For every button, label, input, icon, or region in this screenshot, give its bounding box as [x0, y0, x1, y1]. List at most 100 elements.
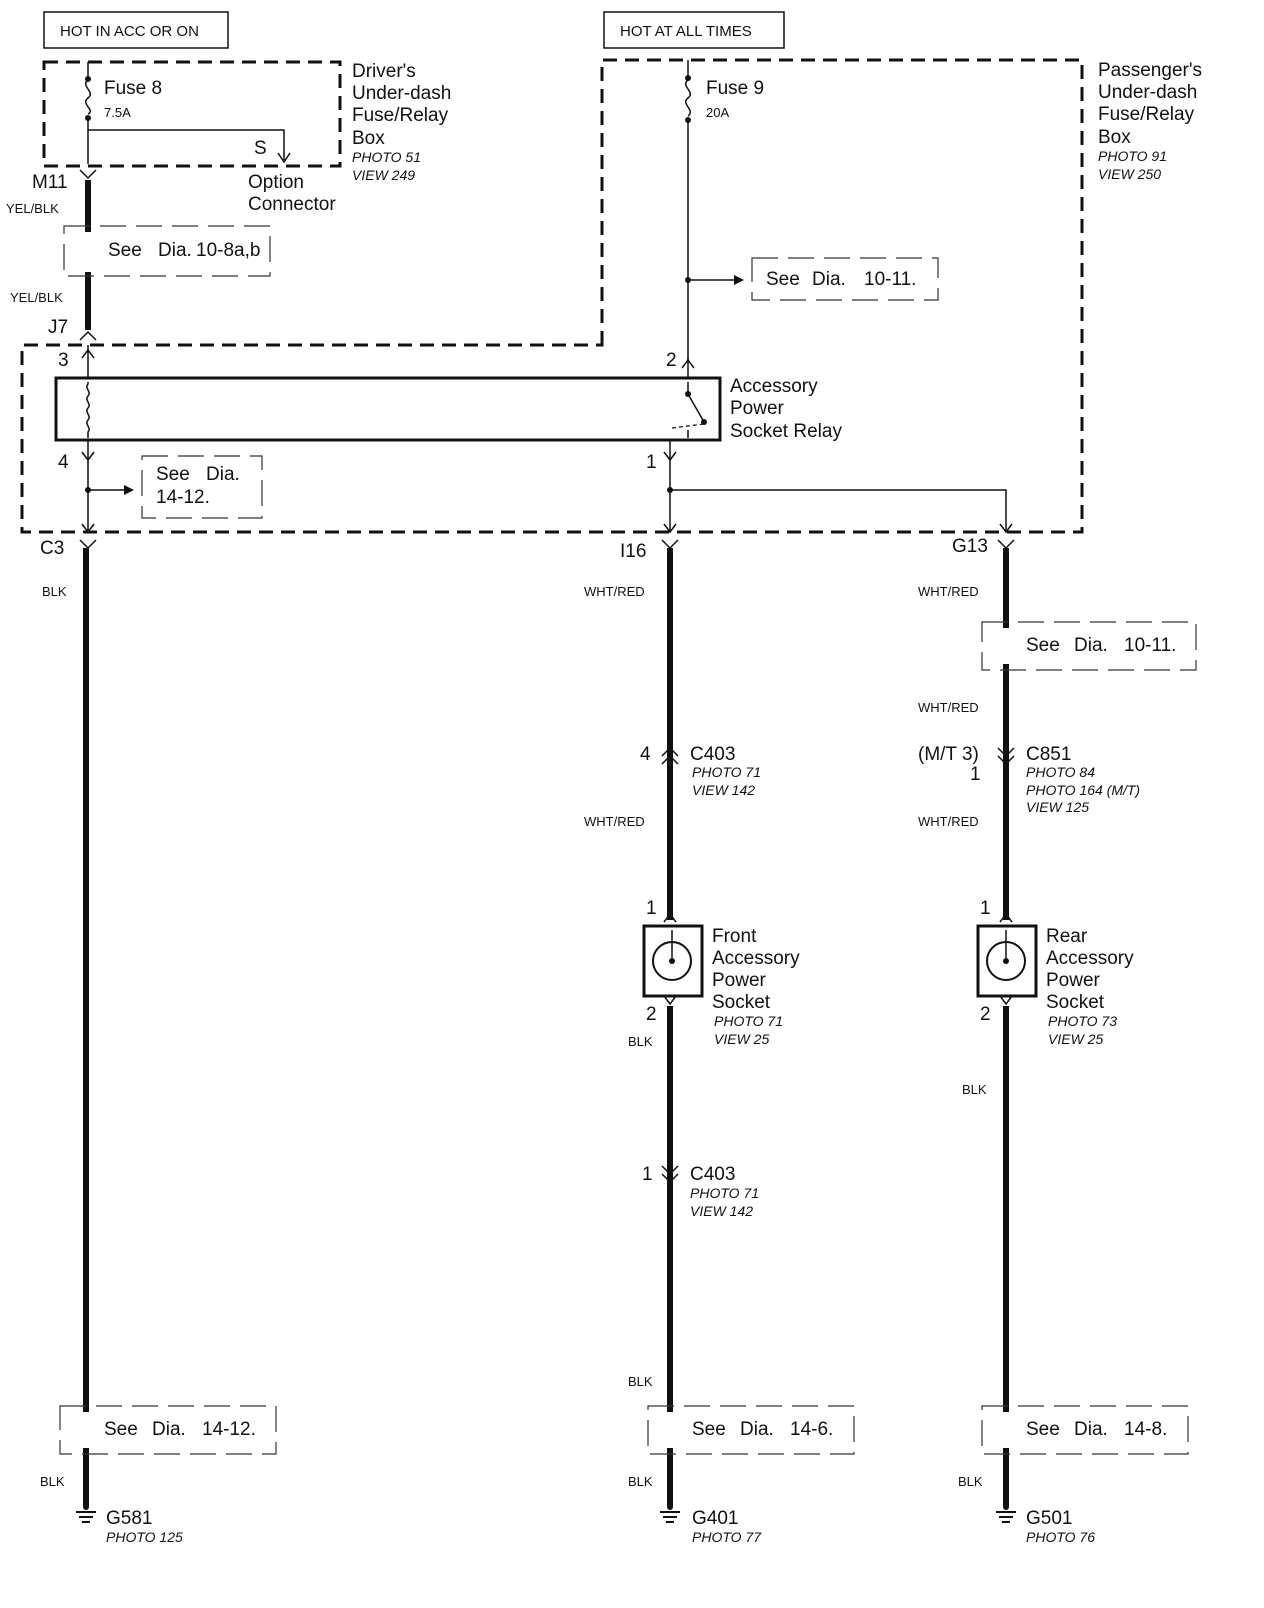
- passengers-box-title-1: Passenger's: [1098, 60, 1202, 81]
- connector-c3-label: C3: [40, 538, 64, 559]
- rear-socket-name-4: Socket: [1046, 992, 1105, 1013]
- ref-dia-14-8: See Dia. 14-8.: [981, 1405, 1189, 1455]
- relay-switch-node-a: [685, 391, 691, 397]
- front-socket-view: VIEW 25: [714, 1031, 769, 1047]
- svg-text:Dia.: Dia.: [812, 269, 846, 290]
- svg-text:See: See: [1026, 1419, 1060, 1440]
- hot-always-label: HOT AT ALL TIMES: [620, 23, 752, 40]
- svg-text:14-6.: 14-6.: [790, 1419, 833, 1440]
- passengers-fuse-box-outline: [20, 58, 1084, 534]
- connector-c851-pin-a: (M/T 3): [918, 744, 979, 765]
- rear-socket-pin-bot: 2: [980, 1004, 991, 1025]
- relay-pin4-label: 4: [58, 452, 69, 473]
- ref-dia-10-8: See Dia. 10-8a,b: [63, 225, 271, 277]
- connector-m11-symbol: [79, 169, 97, 180]
- svg-text:Dia.: Dia.: [1074, 1419, 1108, 1440]
- wire-blk-left-label-top: BLK: [42, 584, 67, 599]
- wire-blk-front-label-1: BLK: [628, 1034, 653, 1049]
- drivers-box-title-1: Driver's: [352, 61, 416, 82]
- fuse9-name: Fuse 9: [706, 78, 764, 99]
- connector-c403-bot-photo: PHOTO 71: [690, 1185, 759, 1201]
- ref-dia-14-6: See Dia. 14-6.: [647, 1405, 855, 1455]
- svg-text:See: See: [156, 464, 190, 485]
- wire-wht-red-rear-label-3: WHT/RED: [918, 814, 979, 829]
- option-pin-label: S: [254, 138, 267, 159]
- fuse8-symbol: [85, 79, 91, 115]
- option-connector-label-2: Connector: [248, 194, 336, 215]
- relay-pin3-arrow: [81, 348, 95, 359]
- wire-wht-red-rear-label-2: WHT/RED: [918, 700, 979, 715]
- relay-pin4-arrow: [81, 451, 95, 462]
- front-socket-pin-top: 1: [646, 898, 657, 919]
- connector-m11-label: M11: [32, 172, 68, 193]
- fuse8-name: Fuse 8: [104, 78, 162, 99]
- ground-g501-label: G501: [1026, 1508, 1072, 1529]
- connector-c403-bot-pin: 1: [642, 1164, 653, 1185]
- ground-g401-photo: PHOTO 77: [692, 1529, 762, 1545]
- passengers-box-title-4: Box: [1098, 127, 1131, 148]
- passengers-box-photo: PHOTO 91: [1098, 148, 1167, 164]
- hot-always-label-box: [603, 11, 785, 49]
- drivers-box-title-4: Box: [352, 128, 385, 149]
- rear-socket-top-arrow: [999, 912, 1013, 923]
- svg-text:10-11.: 10-11.: [1124, 635, 1176, 656]
- dia-10-11-arrowhead: [734, 275, 744, 285]
- connector-i16-label: I16: [620, 541, 646, 562]
- connector-c403-top-photo: PHOTO 71: [692, 764, 761, 780]
- connector-c851-photo: PHOTO 84: [1026, 764, 1095, 780]
- front-socket-photo: PHOTO 71: [714, 1013, 783, 1029]
- ground-g401-icon: [660, 1504, 680, 1523]
- connector-c403-bot-label: C403: [690, 1164, 735, 1185]
- svg-text:14-8.: 14-8.: [1124, 1419, 1167, 1440]
- ref-dia-10-11-top: See Dia. 10-11.: [751, 257, 939, 301]
- wire-wht-red-rear-label-1: WHT/RED: [918, 584, 979, 599]
- drivers-box-title-3: Fuse/Relay: [352, 105, 449, 126]
- relay-pin1-arrow: [663, 451, 677, 462]
- connector-i16-symbol: [661, 539, 679, 550]
- rear-branch-wire: [670, 489, 1007, 532]
- svg-text:Dia.: Dia.: [206, 464, 240, 485]
- rear-socket-pin-top: 1: [980, 898, 991, 919]
- rear-socket-photo: PHOTO 73: [1048, 1013, 1117, 1029]
- svg-text:See: See: [108, 240, 142, 261]
- fuse9-node-top: [685, 75, 691, 81]
- wire-blk-rear-label-1: BLK: [962, 1082, 987, 1097]
- front-socket-pin-bot: 2: [646, 1004, 657, 1025]
- svg-text:14-12.: 14-12.: [202, 1419, 256, 1440]
- wire-blk-rear-label-2: BLK: [958, 1474, 983, 1489]
- svg-text:10-8a,b: 10-8a,b: [196, 240, 260, 261]
- relay-link: [671, 423, 705, 429]
- connector-c851-label: C851: [1026, 744, 1071, 765]
- fuse9-rating: 20A: [706, 105, 729, 120]
- relay-pin1-label: 1: [646, 452, 657, 473]
- relay-coil: [86, 382, 90, 438]
- connector-c403-bot-view: VIEW 142: [690, 1203, 753, 1219]
- ref-dia-14-12-bottom: See Dia. 14-12.: [59, 1405, 277, 1455]
- relay-name-1: Accessory: [730, 376, 818, 397]
- connector-c851-view: VIEW 125: [1026, 799, 1089, 815]
- relay-pin2-arrow: [681, 358, 695, 369]
- connector-c403-top-pin: 4: [640, 744, 651, 765]
- rear-socket-name-2: Accessory: [1046, 948, 1134, 969]
- relay-pin3-label: 3: [58, 350, 69, 371]
- svg-text:10-11.: 10-11.: [864, 269, 916, 290]
- svg-text:Dia.: Dia.: [740, 1419, 774, 1440]
- wire-yel-blk-label-2: YEL/BLK: [10, 290, 63, 305]
- svg-text:Dia.: Dia.: [158, 240, 192, 261]
- rear-socket-name-3: Power: [1046, 970, 1101, 991]
- connector-g13-label: G13: [952, 536, 988, 557]
- rear-socket-body: [976, 924, 1038, 998]
- wire-blk-front-label-3: BLK: [628, 1474, 653, 1489]
- front-socket-body: [642, 924, 704, 998]
- relay-name-2: Power: [730, 398, 785, 419]
- front-socket-name-4: Socket: [712, 992, 771, 1013]
- wire-yel-blk-label-1: YEL/BLK: [6, 201, 59, 216]
- i16-arrow: [663, 523, 677, 534]
- svg-text:Dia.: Dia.: [152, 1419, 186, 1440]
- svg-text:Dia.: Dia.: [1074, 635, 1108, 656]
- rear-socket-bot-arrow: [999, 995, 1013, 1006]
- connector-c403-top-view: VIEW 142: [692, 782, 755, 798]
- drivers-box-photo: PHOTO 51: [352, 149, 421, 165]
- front-socket-name-1: Front: [712, 926, 757, 947]
- passengers-box-title-2: Under-dash: [1098, 82, 1197, 103]
